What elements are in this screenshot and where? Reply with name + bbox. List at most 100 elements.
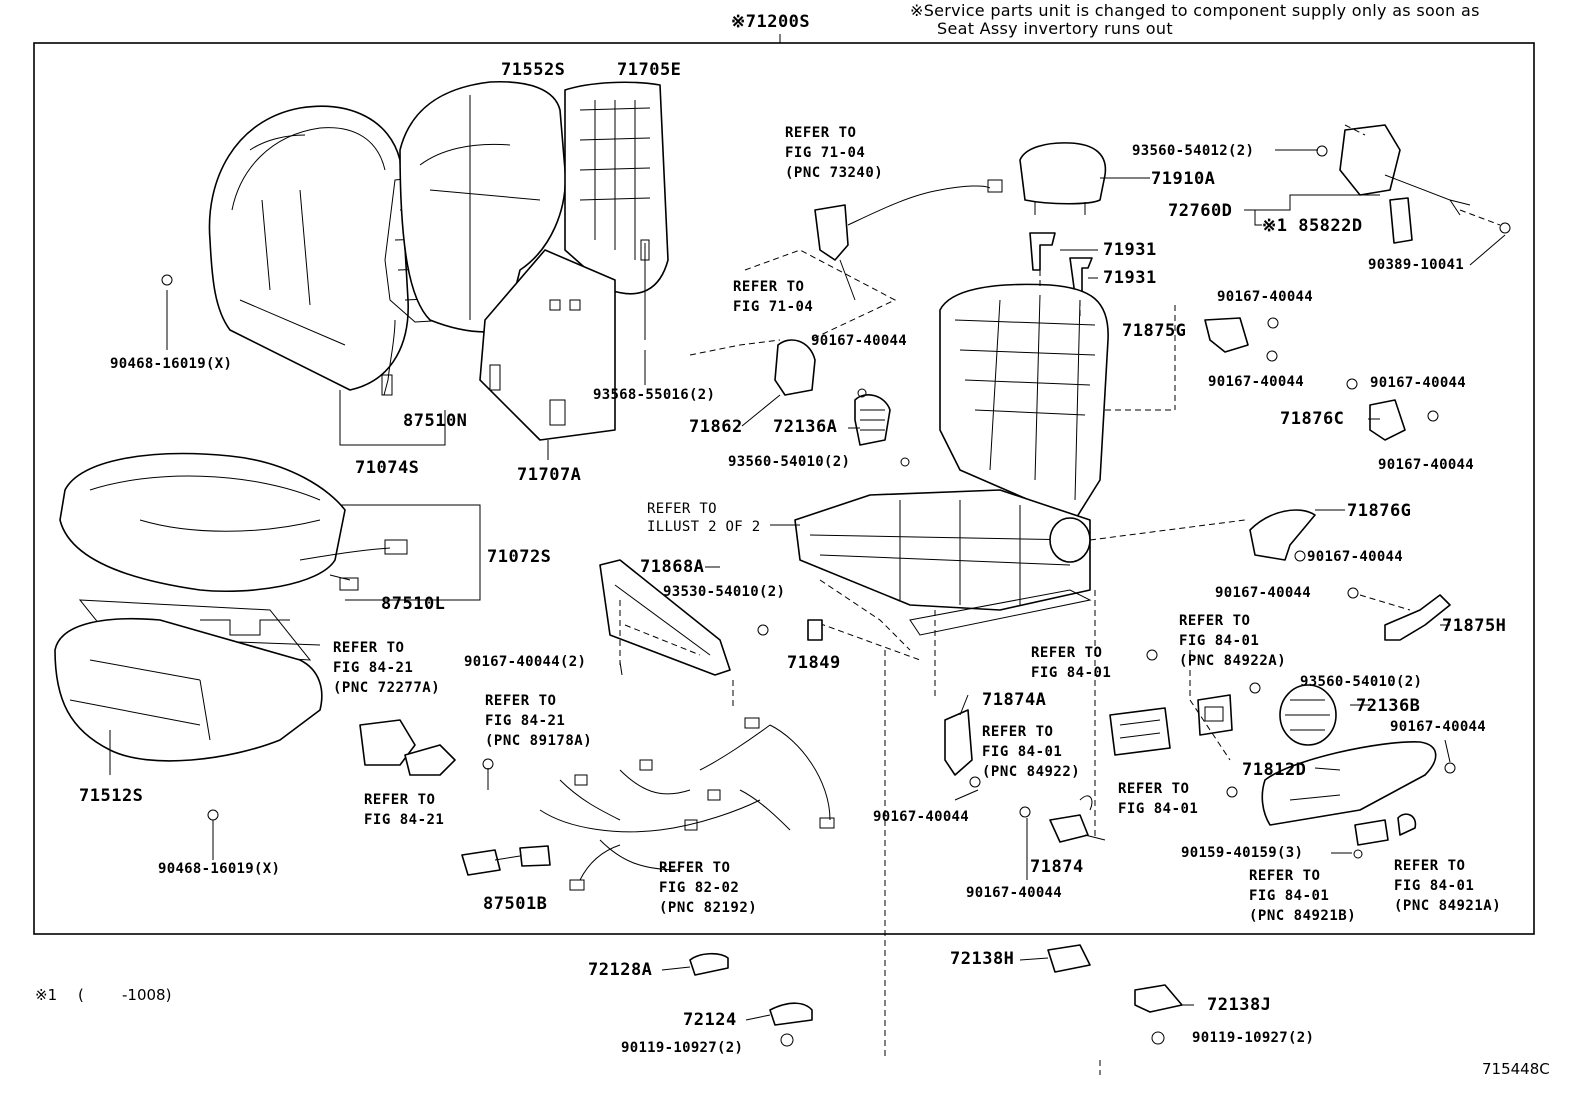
refer-line: REFER TO bbox=[485, 693, 557, 709]
part-93530-54010[interactable]: 93530-54010(2) bbox=[663, 584, 786, 600]
refer-line: (PNC 84921B) bbox=[1249, 908, 1357, 924]
part-71552S[interactable]: 71552S bbox=[501, 60, 566, 80]
refer-line: FIG 84-21 bbox=[333, 660, 414, 676]
refer-line: REFER TO bbox=[1394, 858, 1466, 874]
part-72124[interactable]: 72124 bbox=[683, 1010, 737, 1030]
refer-line: (PNC 89178A) bbox=[485, 733, 593, 749]
refer-line: REFER TO bbox=[333, 640, 405, 656]
part-87510L[interactable]: 87510L bbox=[381, 594, 446, 614]
part-71074S[interactable]: 71074S bbox=[355, 458, 420, 478]
part-93560-54012[interactable]: 93560-54012(2) bbox=[1132, 143, 1255, 159]
refer-line: FIG 84-01 bbox=[1249, 888, 1330, 904]
part-72136B[interactable]: 72136B bbox=[1356, 696, 1421, 716]
part-72760D[interactable]: 72760D bbox=[1168, 201, 1233, 221]
refer-fig-84-21-pnc-89178a[interactable]: REFER TO FIG 84-21 (PNC 89178A) bbox=[485, 691, 592, 751]
refer-line: (PNC 84921A) bbox=[1394, 898, 1502, 914]
refer-line: REFER TO bbox=[1249, 868, 1321, 884]
refer-fig-71-04-pnc-73240[interactable]: REFER TO FIG 71-04 (PNC 73240) bbox=[785, 123, 883, 183]
refer-fig-84-01-pnc-84921a[interactable]: REFER TO FIG 84-01 (PNC 84921A) bbox=[1394, 856, 1501, 916]
refer-line: (PNC 84922A) bbox=[1179, 653, 1287, 669]
part-72138H[interactable]: 72138H bbox=[950, 949, 1015, 969]
refer-line: REFER TO bbox=[785, 125, 857, 141]
part-93560-54010-a[interactable]: 93560-54010(2) bbox=[728, 454, 851, 470]
part-71876C[interactable]: 71876C bbox=[1280, 409, 1345, 429]
part-71910A[interactable]: 71910A bbox=[1151, 169, 1216, 189]
part-71875G[interactable]: 71875G bbox=[1122, 321, 1187, 341]
refer-fig-84-01-pnc-84922[interactable]: REFER TO FIG 84-01 (PNC 84922) bbox=[982, 722, 1080, 782]
part-71874A[interactable]: 71874A bbox=[982, 690, 1047, 710]
refer-line: REFER TO bbox=[1179, 613, 1251, 629]
part-71875H[interactable]: 71875H bbox=[1442, 616, 1507, 636]
part-71868A[interactable]: 71868A bbox=[640, 557, 705, 577]
seat-frame-shape bbox=[794, 283, 1109, 636]
part-90167-40044-h[interactable]: 90167-40044 bbox=[1390, 719, 1487, 735]
part-71874[interactable]: 71874 bbox=[1030, 857, 1084, 877]
refer-fig-84-21[interactable]: REFER TO FIG 84-21 bbox=[364, 790, 444, 830]
part-90167-40044-i[interactable]: 90167-40044 bbox=[873, 809, 970, 825]
part-71862[interactable]: 71862 bbox=[689, 417, 743, 437]
refer-line: REFER TO bbox=[733, 279, 805, 295]
part-90167-40044-j[interactable]: 90167-40044 bbox=[966, 885, 1063, 901]
part-71512S[interactable]: 71512S bbox=[79, 786, 144, 806]
part-90159-40159[interactable]: 90159-40159(3) bbox=[1181, 845, 1304, 861]
refer-illust-2-of-2[interactable]: REFER TO ILLUST 2 OF 2 bbox=[647, 500, 760, 536]
refer-line: REFER TO bbox=[982, 724, 1054, 740]
part-71707A[interactable]: 71707A bbox=[517, 465, 582, 485]
part-90167-40044-f[interactable]: 90167-40044 bbox=[1307, 549, 1404, 565]
refer-line: FIG 71-04 bbox=[785, 145, 866, 161]
part-90167-40044-e[interactable]: 90167-40044 bbox=[811, 333, 908, 349]
part-71072S[interactable]: 71072S bbox=[487, 547, 552, 567]
part-90167-40044-b[interactable]: 90167-40044 bbox=[1208, 374, 1305, 390]
refer-line: (PNC 73240) bbox=[785, 165, 884, 181]
part-71849[interactable]: 71849 bbox=[787, 653, 841, 673]
part-93568-55016[interactable]: 93568-55016(2) bbox=[593, 387, 716, 403]
assembly-number[interactable]: ※71200S bbox=[731, 12, 811, 32]
part-90119-10927-b[interactable]: 90119-10927(2) bbox=[1192, 1030, 1315, 1046]
refer-fig-71-04[interactable]: REFER TO FIG 71-04 bbox=[733, 277, 813, 317]
refer-line: FIG 84-01 bbox=[1394, 878, 1475, 894]
illustration-id: 715448C bbox=[1482, 1060, 1550, 1078]
refer-line: (PNC 82192) bbox=[659, 900, 758, 916]
part-85822D[interactable]: ※1 85822D bbox=[1262, 216, 1363, 236]
refer-line: (PNC 84922) bbox=[982, 764, 1081, 780]
part-71876G[interactable]: 71876G bbox=[1347, 501, 1412, 521]
part-87501B[interactable]: 87501B bbox=[483, 894, 548, 914]
part-90167-40044-g[interactable]: 90167-40044 bbox=[1215, 585, 1312, 601]
part-90389-10041[interactable]: 90389-10041 bbox=[1368, 257, 1465, 273]
part-90167-40044-x2[interactable]: 90167-40044(2) bbox=[464, 654, 587, 670]
part-90468-16019-upper[interactable]: 90468-16019(X) bbox=[110, 356, 233, 372]
part-71931-upper[interactable]: 71931 bbox=[1103, 240, 1157, 260]
footnote-range: -1008) bbox=[122, 986, 172, 1004]
footnote-open: ( bbox=[78, 986, 84, 1004]
refer-line: FIG 84-01 bbox=[1118, 801, 1199, 817]
part-90468-16019-lower[interactable]: 90468-16019(X) bbox=[158, 861, 281, 877]
part-90167-40044-a[interactable]: 90167-40044 bbox=[1217, 289, 1314, 305]
assembly-frame bbox=[33, 42, 1535, 935]
part-71931-lower[interactable]: 71931 bbox=[1103, 268, 1157, 288]
refer-line: FIG 84-01 bbox=[982, 744, 1063, 760]
part-90167-40044-c[interactable]: 90167-40044 bbox=[1370, 375, 1467, 391]
part-90119-10927-a[interactable]: 90119-10927(2) bbox=[621, 1040, 744, 1056]
refer-fig-84-21-pnc-72277a[interactable]: REFER TO FIG 84-21 (PNC 72277A) bbox=[333, 638, 440, 698]
part-71705E[interactable]: 71705E bbox=[617, 60, 682, 80]
refer-line: REFER TO bbox=[1118, 781, 1190, 797]
part-72138J[interactable]: 72138J bbox=[1207, 995, 1272, 1015]
refer-line: FIG 84-21 bbox=[364, 812, 445, 828]
refer-fig-84-01-pnc-84921b[interactable]: REFER TO FIG 84-01 (PNC 84921B) bbox=[1249, 866, 1356, 926]
refer-line: FIG 71-04 bbox=[733, 299, 814, 315]
refer-line: FIG 84-01 bbox=[1031, 665, 1112, 681]
part-90167-40044-d[interactable]: 90167-40044 bbox=[1378, 457, 1475, 473]
refer-fig-82-02-pnc-82192[interactable]: REFER TO FIG 82-02 (PNC 82192) bbox=[659, 858, 757, 918]
refer-fig-84-01-pnc-84922a[interactable]: REFER TO FIG 84-01 (PNC 84922A) bbox=[1179, 611, 1286, 671]
part-93560-54010-b[interactable]: 93560-54010(2) bbox=[1300, 674, 1423, 690]
part-71812D[interactable]: 71812D bbox=[1242, 760, 1307, 780]
refer-fig-84-01-b[interactable]: REFER TO FIG 84-01 bbox=[1118, 779, 1198, 819]
part-72128A[interactable]: 72128A bbox=[588, 960, 653, 980]
refer-line: (PNC 72277A) bbox=[333, 680, 441, 696]
part-72136A[interactable]: 72136A bbox=[773, 417, 838, 437]
part-87510N[interactable]: 87510N bbox=[403, 411, 468, 431]
service-notice-line1: ※Service parts unit is changed to compon… bbox=[910, 1, 1480, 20]
refer-fig-84-01-a[interactable]: REFER TO FIG 84-01 bbox=[1031, 643, 1111, 683]
